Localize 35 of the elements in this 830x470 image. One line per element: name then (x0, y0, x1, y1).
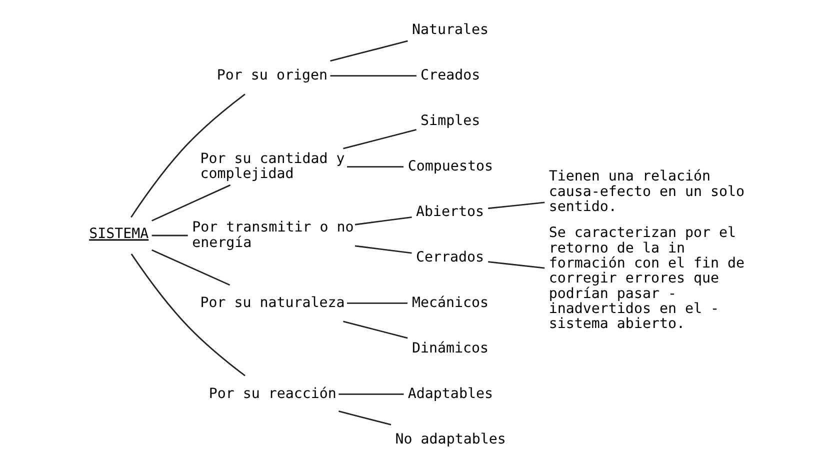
node-text: Adaptables (408, 386, 493, 402)
node-text: Por su origen (216, 68, 328, 84)
connector (343, 129, 416, 150)
connector (354, 216, 412, 226)
node-text: Mecánicos (412, 294, 489, 311)
node-text: Por su reacción (208, 386, 336, 402)
node-text: Naturales (412, 22, 489, 38)
node-text: Se caracterizan por el retorno de la in formación con el fin de corregir errores que podrían pasar - inadvertidos en el - sistema abierto. (548, 225, 744, 332)
connector (330, 40, 408, 62)
connector (347, 166, 404, 168)
connector (343, 320, 408, 339)
node-text: Tienen una relación causa-efecto en un solo sentido. (548, 168, 744, 215)
connector (488, 261, 545, 269)
connector (152, 249, 230, 286)
node-text: Por transmitir o no energía (192, 220, 354, 251)
node-text: Cerrados (416, 249, 484, 266)
connector (347, 302, 408, 304)
connector (488, 202, 545, 210)
connector (152, 234, 188, 236)
node-text: Abiertos (416, 204, 484, 220)
node-text: No adaptables (395, 431, 506, 448)
connector (354, 245, 412, 254)
connector (130, 254, 246, 376)
node-text: Creados (420, 68, 480, 84)
node-text: Simples (420, 113, 480, 130)
node-text: Por su cantidad y complejidad (200, 150, 345, 182)
node-text: SISTEMA (89, 226, 149, 242)
connector (130, 94, 246, 218)
node-text: Por su naturaleza (200, 294, 345, 311)
connector (330, 75, 416, 77)
connector (338, 410, 392, 426)
connector (152, 184, 231, 222)
node-text: Compuestos (408, 158, 493, 175)
node-text: Dinámicos (412, 340, 489, 356)
connector (338, 393, 404, 395)
